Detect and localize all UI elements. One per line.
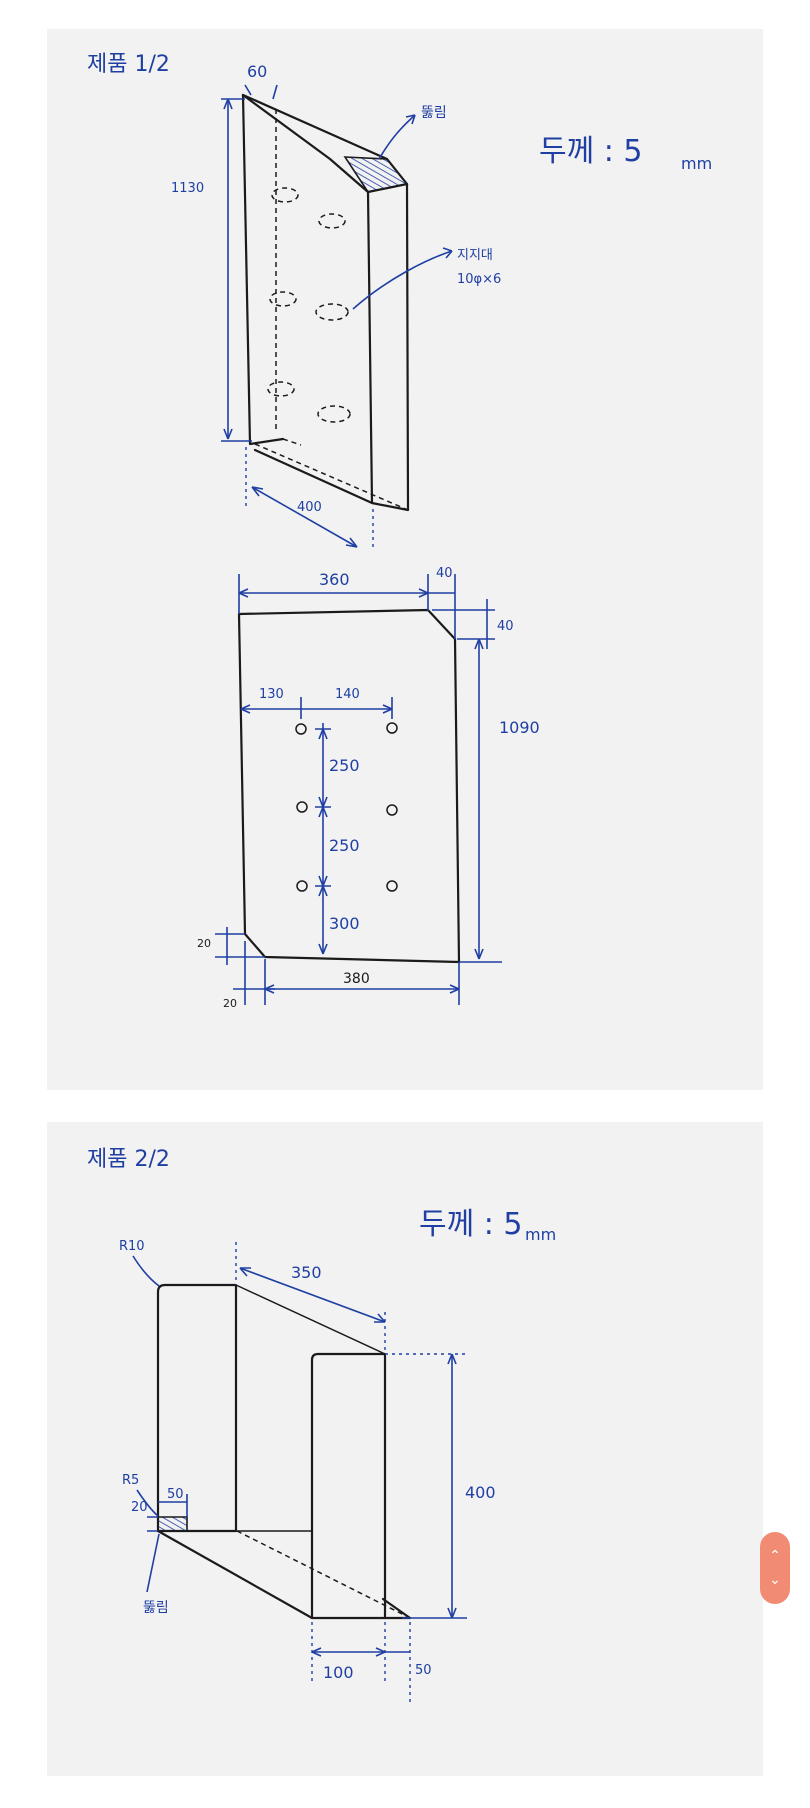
iso-panel: 1130 60 400 뚫림 지지대 10φ×6 (171, 62, 501, 549)
bracket-iso: R10 R5 50 20 뚫림 350 400 (119, 1239, 496, 1702)
front-dim-width-top: 360 (319, 570, 350, 589)
bracket-dim-offset: 50 (415, 1663, 432, 1678)
front-dim-hole-spacing-x: 140 (335, 687, 360, 702)
front-dim-hole-bottom: 300 (329, 914, 360, 933)
bracket-radius-top: R10 (119, 1239, 145, 1254)
bracket-dim-depth: 350 (291, 1263, 322, 1282)
front-dim-hole-spacing-y2: 250 (329, 836, 360, 855)
bracket-dim-slot-w: 50 (167, 1487, 184, 1502)
scroll-widget[interactable]: ⌃ ⌄ (760, 1532, 790, 1604)
sheet1-thickness-unit: mm (681, 154, 712, 173)
front-dim-corner-h: 20 (197, 937, 211, 950)
front-dim-corner-w: 20 (223, 997, 237, 1010)
front-panel: 360 40 40 1090 130 140 2 (197, 566, 540, 1010)
front-holes (295, 722, 398, 892)
front-dim-width-bottom: 380 (343, 971, 370, 987)
drawing-sheet-2: 제품 2/2 두께 : 5 mm R10 R5 50 20 (47, 1122, 763, 1776)
sheet2-drawing: 제품 2/2 두께 : 5 mm R10 R5 50 20 (87, 1147, 556, 1702)
front-dim-height: 1090 (499, 718, 540, 737)
chevron-up-icon[interactable]: ⌃ (769, 1548, 781, 1564)
front-dim-chamfer-h: 40 (497, 619, 514, 634)
bracket-note-cut: 뚫림 (143, 1600, 169, 1616)
bracket-cut-hatch (157, 1516, 188, 1532)
bracket-dim-base-w: 100 (323, 1663, 354, 1682)
iso-cut-hatch (343, 156, 409, 193)
sheet2-thickness: 두께 : 5 (419, 1207, 522, 1242)
bracket-radius-small: R5 (122, 1473, 139, 1488)
sheet2-thickness-unit: mm (525, 1225, 556, 1244)
bracket-dim-height: 400 (465, 1483, 496, 1502)
iso-holes (267, 187, 351, 423)
chevron-down-icon[interactable]: ⌄ (769, 1572, 781, 1588)
drawing-sheet-1: 제품 1/2 두께 : 5 mm (47, 29, 763, 1090)
sheet1-title: 제품 1/2 (87, 52, 170, 77)
sheet2-title: 제품 2/2 (87, 1147, 170, 1172)
iso-note-cut: 뚫림 (421, 105, 447, 121)
sheet1-drawing: 제품 1/2 두께 : 5 mm (87, 52, 712, 1010)
iso-dim-top: 60 (247, 62, 267, 81)
iso-note-hole-2: 10φ×6 (457, 272, 501, 287)
front-dim-chamfer-w: 40 (436, 566, 453, 581)
iso-note-hole-1: 지지대 (457, 248, 493, 263)
iso-dim-height: 1130 (171, 181, 204, 196)
sheet1-thickness: 두께 : 5 (539, 134, 642, 169)
bracket-dim-slot-h: 20 (131, 1500, 148, 1515)
iso-dim-depth: 400 (297, 500, 322, 515)
front-dim-hole-left: 130 (259, 687, 284, 702)
front-dim-hole-spacing-y1: 250 (329, 756, 360, 775)
